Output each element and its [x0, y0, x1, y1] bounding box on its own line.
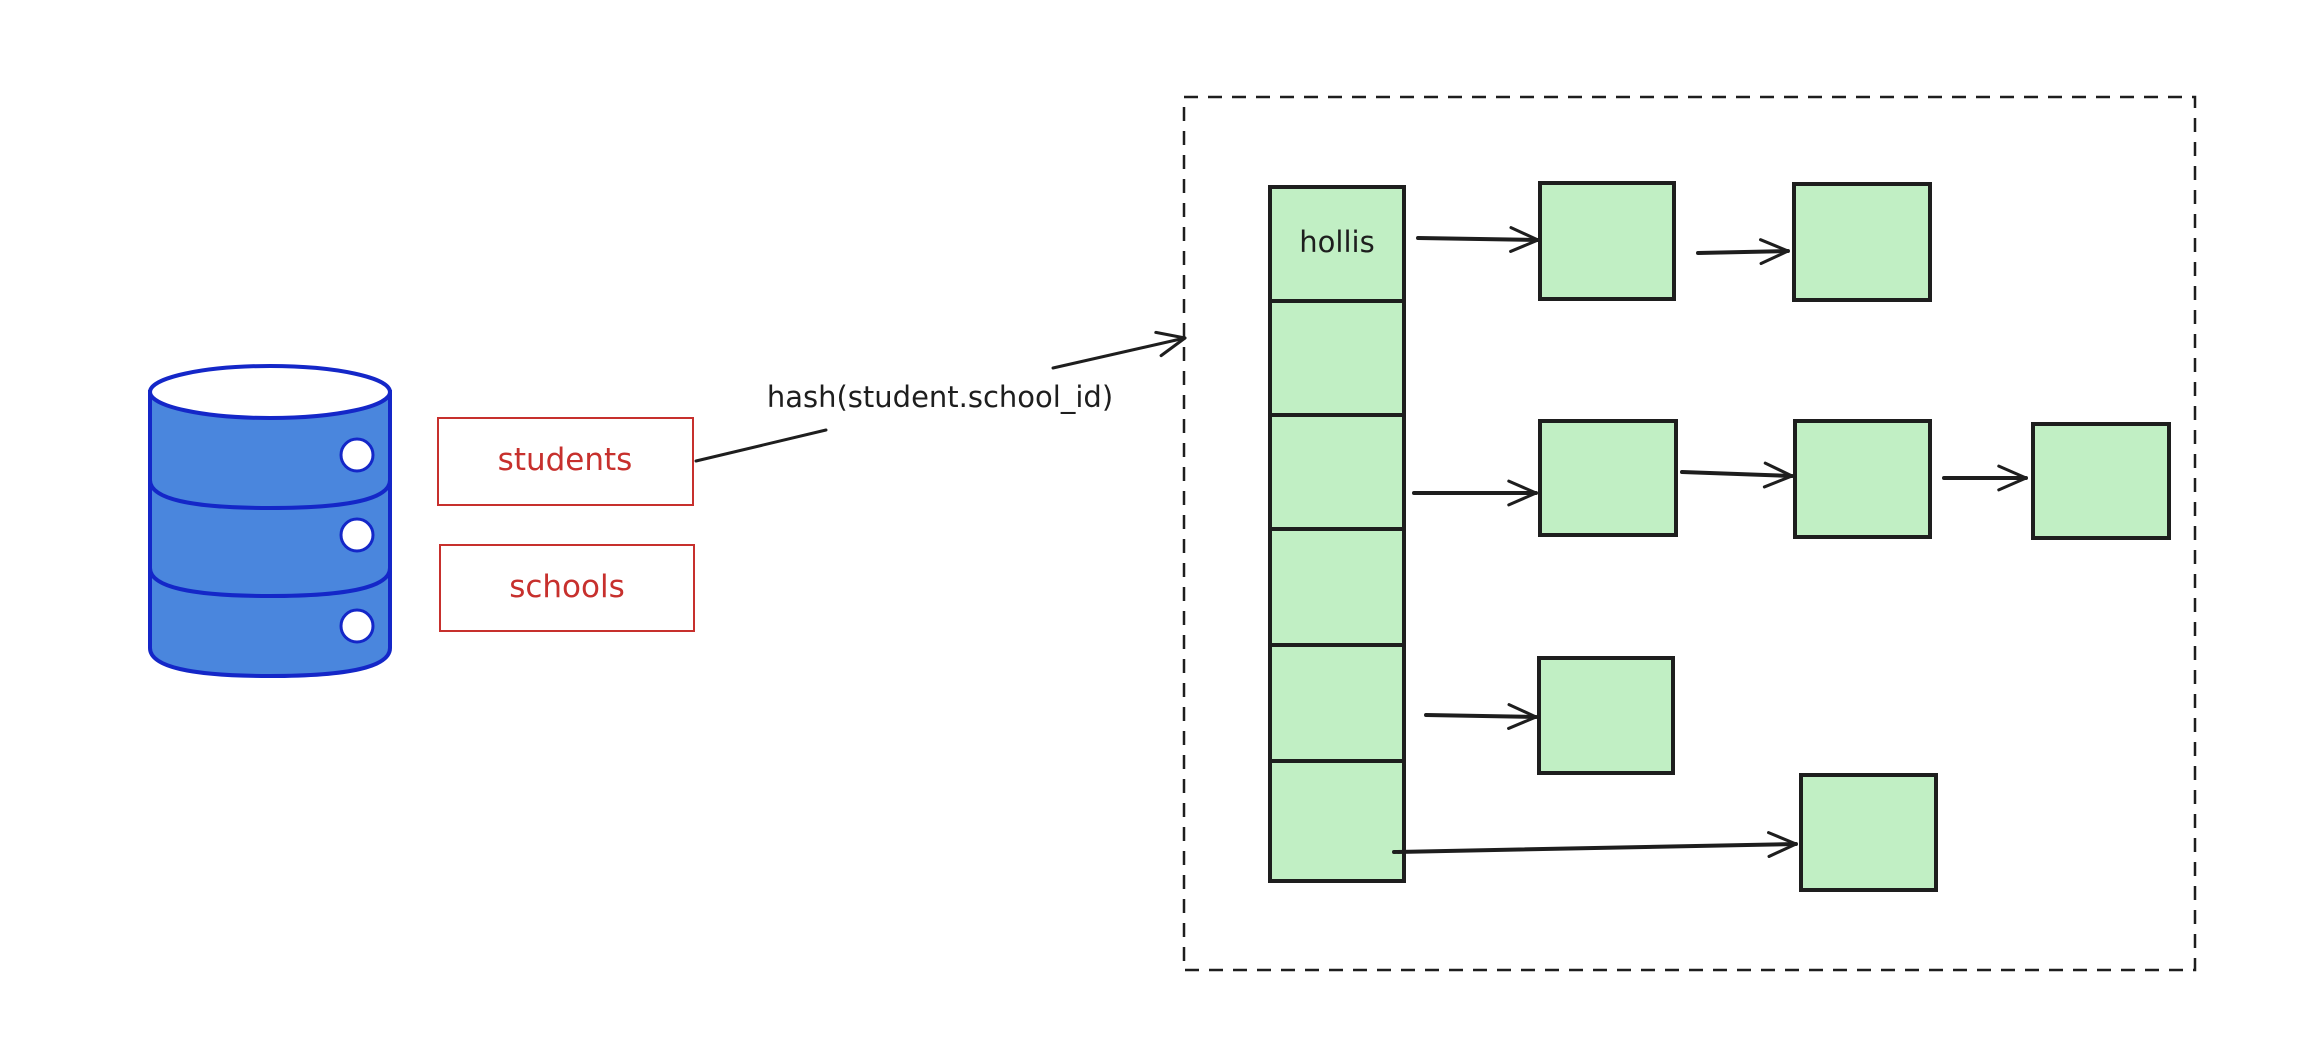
chain-arrow [1424, 703, 1538, 730]
chain-row-2 [1412, 419, 2171, 540]
hash-bucket-column: hollis [1268, 185, 1406, 883]
chain-row-4 [1424, 656, 1675, 775]
table-students: students [437, 417, 694, 506]
chain-node [1799, 773, 1938, 892]
chain-arrow [1392, 831, 1798, 858]
database-cylinder-icon [148, 364, 392, 679]
chain-arrow [1696, 238, 1790, 266]
hash-bucket [1268, 527, 1406, 647]
hash-bucket: hollis [1268, 185, 1406, 303]
table-label-schools: schools [509, 569, 625, 605]
chain-node [1792, 182, 1932, 302]
hash-bucket [1268, 759, 1406, 883]
hash-bucket [1268, 299, 1406, 417]
chain-arrow [1680, 461, 1794, 489]
chain-row-0 [1416, 181, 1932, 302]
hash-table-container [1182, 95, 2197, 972]
chain-node [1537, 656, 1675, 775]
chain-node [1793, 419, 1932, 539]
chain-node [2031, 422, 2171, 540]
chain-arrow [1416, 226, 1540, 253]
hash-arrow: hash(student.school_id) [694, 330, 1187, 463]
table-schools: schools [439, 544, 695, 632]
hash-bucket [1268, 643, 1406, 763]
table-label-students: students [498, 442, 633, 478]
bucket-label: hollis [1299, 225, 1374, 259]
hash-function-label: hash(student.school_id) [767, 380, 1113, 414]
chain-row-5 [1392, 773, 1938, 892]
hash-bucket [1268, 413, 1406, 531]
chain-node [1538, 181, 1676, 301]
chain-node [1538, 419, 1678, 537]
